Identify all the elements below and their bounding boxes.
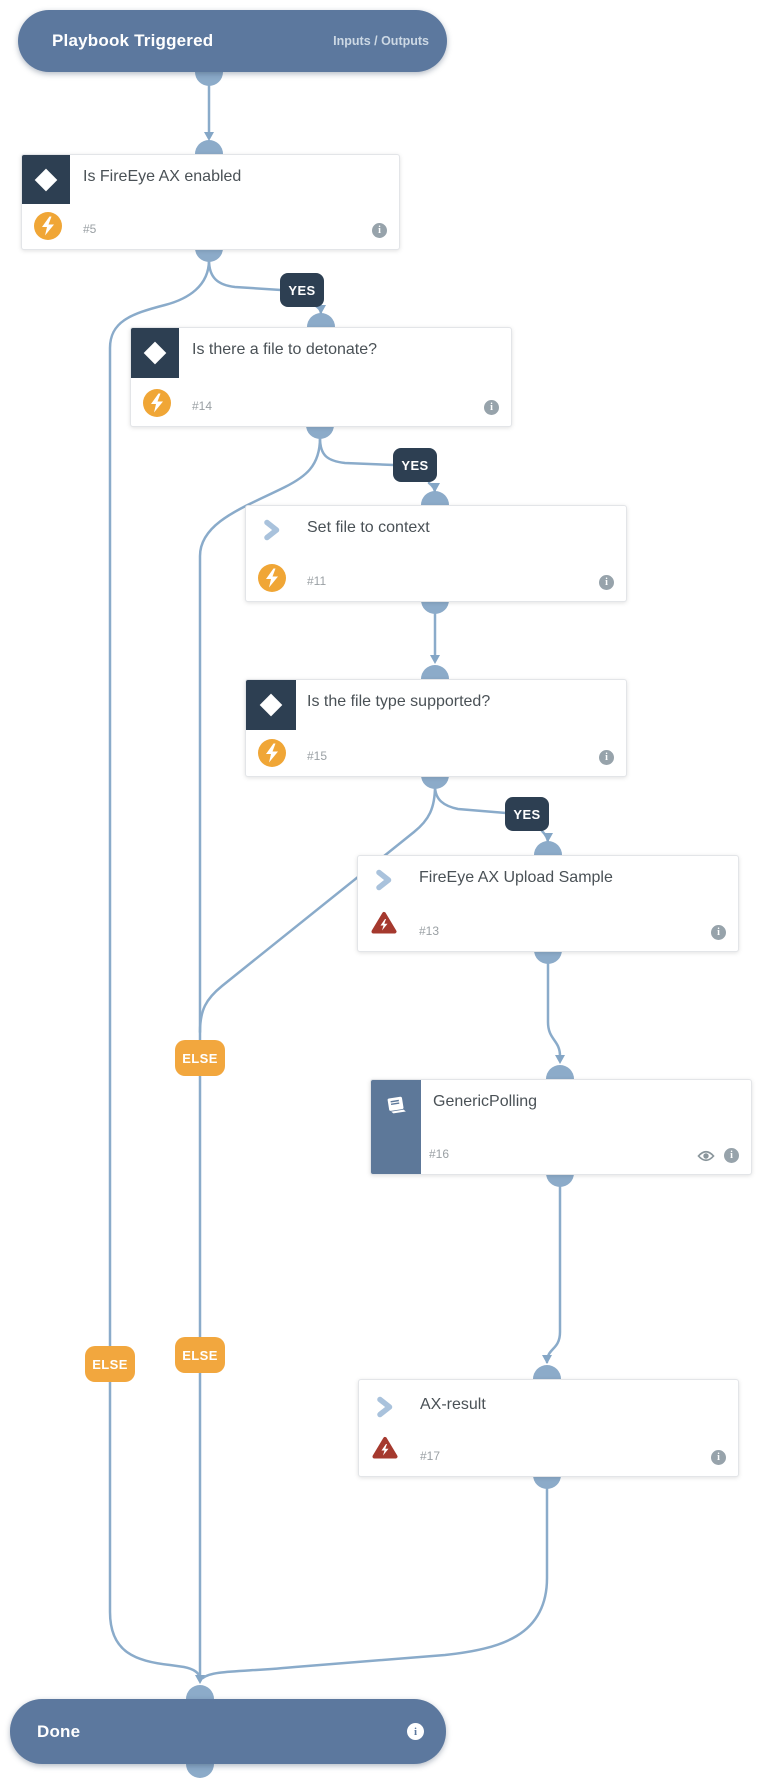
port-out-done xyxy=(186,1764,214,1778)
node-title: AX-result xyxy=(420,1396,486,1413)
else-badge: ELSE xyxy=(85,1346,135,1382)
port-out-node17 xyxy=(533,1475,561,1489)
yes-badge: YES xyxy=(505,797,549,831)
port-in-node11 xyxy=(421,491,449,505)
done-title: Done xyxy=(37,1721,81,1741)
error-icon xyxy=(371,911,397,940)
node-number: #16 xyxy=(429,1147,450,1161)
node-number: #17 xyxy=(420,1449,441,1463)
lightning-icon xyxy=(34,212,62,240)
arrowhead xyxy=(429,655,440,664)
node-number: #13 xyxy=(419,924,440,938)
info-icon[interactable]: i xyxy=(407,1723,424,1740)
arrowhead xyxy=(554,1055,565,1064)
yes-badge: YES xyxy=(280,273,324,307)
yes-label: YES xyxy=(401,457,429,473)
sub-playbook-bar xyxy=(371,1080,421,1174)
arrowhead xyxy=(541,1355,552,1364)
yes-badge: YES xyxy=(393,448,437,482)
info-icon[interactable]: i xyxy=(599,750,614,765)
condition-icon xyxy=(22,155,70,204)
node-number: #11 xyxy=(307,574,327,588)
arrowhead xyxy=(203,132,214,141)
port-in-node14 xyxy=(307,313,335,327)
lightning-icon xyxy=(143,389,171,417)
else-label: ELSE xyxy=(92,1356,128,1372)
node-is-there-a-file-to-detonate[interactable]: Is there a file to detonate? #14 i xyxy=(130,327,512,427)
port-out-trigger xyxy=(195,72,223,86)
port-in-node17 xyxy=(533,1365,561,1379)
node-is-fireeye-ax-enabled[interactable]: Is FireEye AX enabled #5 i xyxy=(21,154,400,250)
info-icon[interactable]: i xyxy=(711,925,726,940)
port-in-node5 xyxy=(195,140,223,154)
lightning-icon xyxy=(258,739,286,767)
arrowhead xyxy=(429,483,440,492)
node-genericpolling[interactable]: GenericPolling #16 i xyxy=(370,1079,752,1175)
node-number: #14 xyxy=(192,399,213,413)
info-icon[interactable]: i xyxy=(599,575,614,590)
node-title: GenericPolling xyxy=(433,1093,538,1110)
yes-label: YES xyxy=(513,806,541,822)
node-title: FireEye AX Upload Sample xyxy=(419,869,613,886)
node-is-the-file-type-supported[interactable]: Is the file type supported? #15 i xyxy=(245,679,627,777)
error-icon xyxy=(372,1436,398,1465)
condition-icon xyxy=(131,328,179,378)
port-out-node15 xyxy=(421,775,449,789)
condition-icon xyxy=(246,680,296,730)
port-out-node5 xyxy=(195,248,223,262)
inputs-outputs-link[interactable]: Inputs / Outputs xyxy=(333,34,429,48)
node-title: Set file to context xyxy=(307,519,430,536)
arrowhead xyxy=(194,1675,205,1684)
node-title: Is there a file to detonate? xyxy=(192,341,378,358)
port-out-node13 xyxy=(534,950,562,964)
task-chevron-icon xyxy=(261,519,283,546)
else-badge: ELSE xyxy=(175,1337,225,1373)
port-in-done xyxy=(186,1685,214,1699)
book-icon xyxy=(387,1096,406,1114)
task-chevron-icon xyxy=(374,1396,396,1423)
node-title: Is FireEye AX enabled xyxy=(83,168,242,185)
port-out-node11 xyxy=(421,600,449,614)
node-title: Is the file type supported? xyxy=(307,693,491,710)
node-ax-result[interactable]: AX-result #17 i xyxy=(358,1379,739,1477)
arrowhead xyxy=(542,833,553,842)
port-in-node15 xyxy=(421,665,449,679)
node-number: #15 xyxy=(307,749,328,763)
else-badge: ELSE xyxy=(175,1040,225,1076)
info-icon[interactable]: i xyxy=(484,400,499,415)
node-set-file-to-context[interactable]: Set file to context #11 i xyxy=(245,505,627,602)
eye-icon[interactable] xyxy=(697,1150,715,1162)
port-out-node16 xyxy=(546,1173,574,1187)
else-label: ELSE xyxy=(182,1050,218,1066)
info-icon[interactable]: i xyxy=(711,1450,726,1465)
info-icon[interactable]: i xyxy=(372,223,387,238)
lightning-icon xyxy=(258,564,286,592)
trigger-title: Playbook Triggered xyxy=(52,31,214,50)
done-bar[interactable]: Done i xyxy=(10,1699,446,1764)
port-in-node16 xyxy=(546,1065,574,1079)
task-chevron-icon xyxy=(373,869,395,896)
else-label: ELSE xyxy=(182,1347,218,1363)
port-in-node13 xyxy=(534,841,562,855)
port-out-node14 xyxy=(306,425,334,439)
playbook-trigger-header[interactable]: Playbook Triggered Inputs / Outputs xyxy=(18,10,447,72)
node-number: #5 xyxy=(83,222,97,236)
node-fireeye-ax-upload-sample[interactable]: FireEye AX Upload Sample #13 i xyxy=(357,855,739,952)
info-icon[interactable]: i xyxy=(724,1148,739,1163)
yes-label: YES xyxy=(288,282,316,298)
arrowhead xyxy=(315,305,326,314)
